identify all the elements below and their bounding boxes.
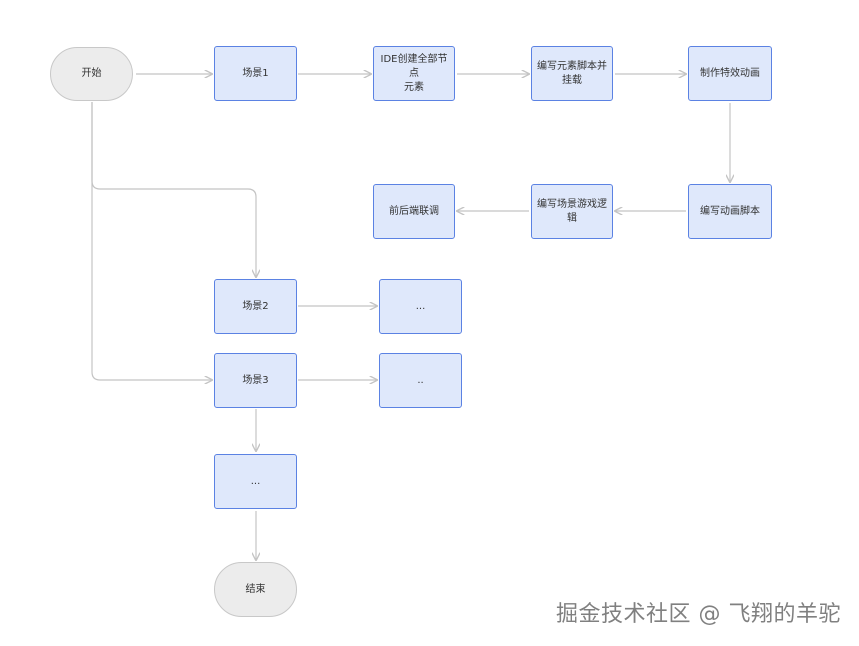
edge-start-scene2 xyxy=(91,102,256,277)
write-element-script-node[interactable]: 编写元素脚本并 挂载 xyxy=(531,46,613,101)
make-effects-node[interactable]: 制作特效动画 xyxy=(688,46,772,101)
frontend-backend-node[interactable]: 前后端联调 xyxy=(373,184,455,239)
scene2-more-node[interactable]: ... xyxy=(379,279,462,334)
scene2-node[interactable]: 场景2 xyxy=(214,279,297,334)
write-anim-script-node[interactable]: 编写动画脚本 xyxy=(688,184,772,239)
write-scene-logic-node[interactable]: 编写场景游戏逻 辑 xyxy=(531,184,613,239)
edge-start-scene3 xyxy=(91,102,212,380)
start-node[interactable]: 开始 xyxy=(50,47,133,101)
scene3-node[interactable]: 场景3 xyxy=(214,353,297,408)
watermark-text: 掘金技术社区 @ 飞翔的羊驼 xyxy=(556,602,841,627)
ide-create-node[interactable]: IDE创建全部节点 元素 xyxy=(373,46,455,101)
scene3-more-node[interactable]: .. xyxy=(379,353,462,408)
scene1-node[interactable]: 场景1 xyxy=(214,46,297,101)
more-scenes-node[interactable]: ... xyxy=(214,454,297,509)
end-node[interactable]: 结束 xyxy=(214,562,297,617)
